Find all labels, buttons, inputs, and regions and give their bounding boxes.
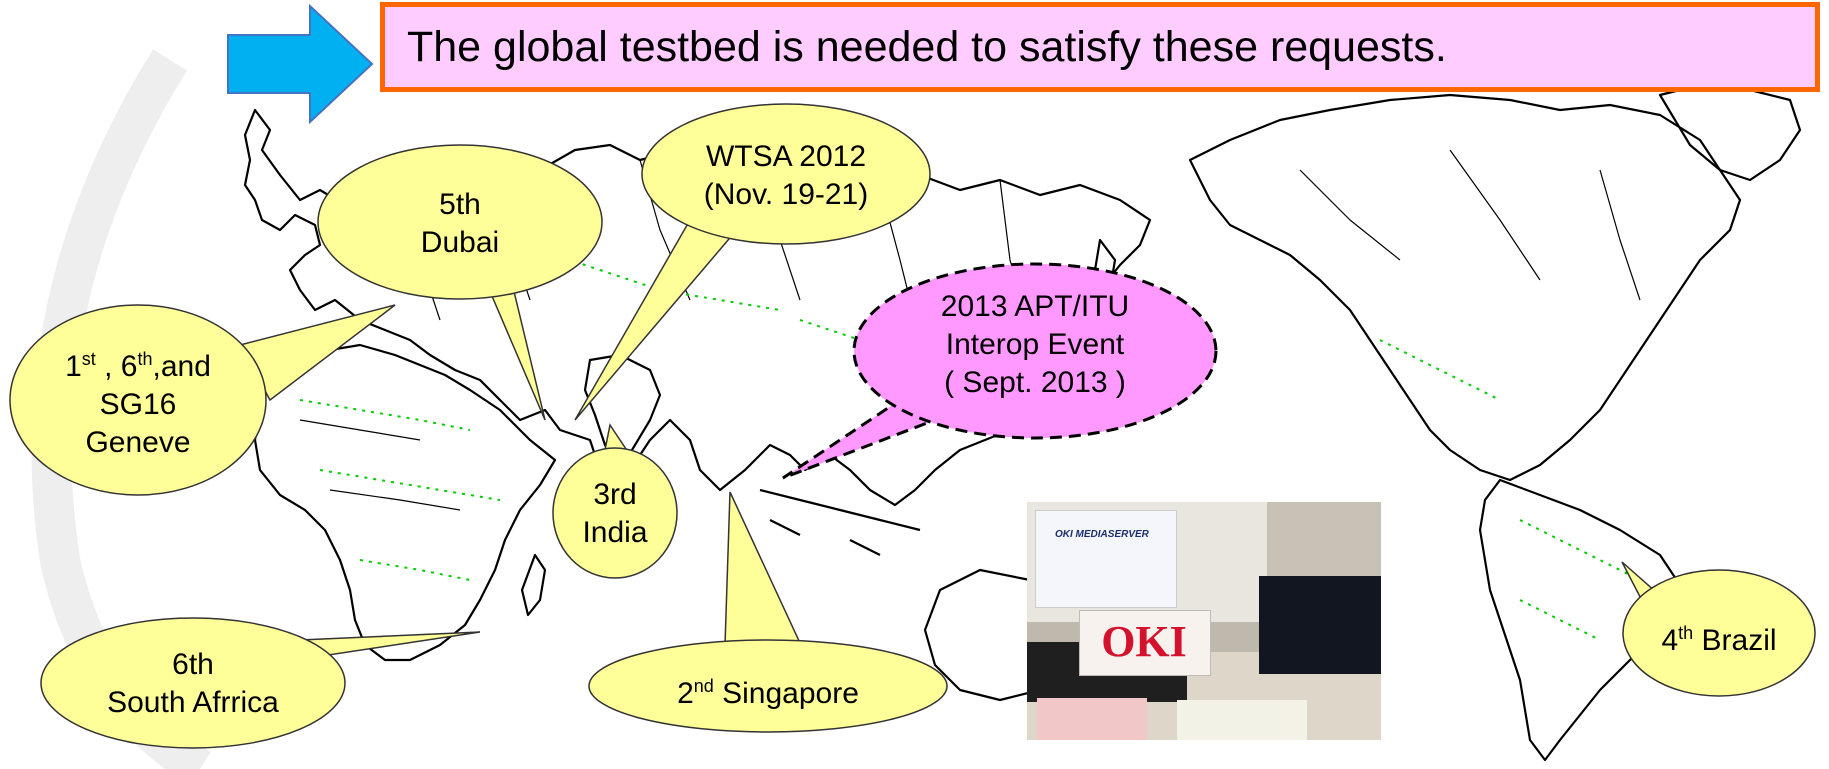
callout-wtsa-text: WTSA 2012 (Nov. 19-21) [656, 138, 916, 214]
photo-logo-card [1079, 610, 1211, 676]
map-india [583, 353, 662, 472]
oki-demo-photo: OKI MEDIASERVER OKI [1027, 502, 1381, 740]
photo-laptop-right [1259, 576, 1381, 674]
callout-apt-line1: 2013 APT/ITU [940, 290, 1130, 323]
callout-india-line2: India [582, 516, 648, 549]
callout-geneve [9, 304, 267, 496]
map-eurasia [243, 108, 1152, 507]
callout-geneve-line2: SG16 [99, 388, 177, 421]
oki-logo: OKI [1101, 617, 1187, 666]
callout-brazil [1622, 569, 1816, 697]
map-south-america [1478, 478, 1682, 762]
callout-wtsa [641, 103, 931, 245]
callout-apt-line3: ( Sept. 2013 ) [944, 366, 1126, 399]
callout-singapore-pointer [724, 491, 802, 646]
callout-south-africa [40, 617, 346, 749]
arrow-right-icon [227, 3, 374, 125]
callout-dubai-line2: Dubai [420, 226, 500, 259]
callout-dubai-line1: 5th [439, 188, 481, 221]
callout-geneve-line3: Geneve [85, 426, 191, 459]
callout-dubai-text: 5th Dubai [360, 186, 560, 262]
map-se-asia-islands [759, 488, 921, 556]
callout-india [552, 447, 678, 579]
callout-wtsa-line1: WTSA 2012 [705, 140, 867, 173]
callout-dubai [317, 144, 603, 300]
callout-india-text: 3rd India [565, 476, 665, 552]
callout-south-africa-text: 6th South Afrrica [58, 646, 328, 722]
callout-singapore [588, 639, 948, 733]
map-africa [253, 343, 557, 662]
photo-papers [1037, 698, 1147, 740]
callout-south-africa-line2: South Afrrica [107, 686, 279, 719]
callout-geneve-text: 1st , 6th,and SG16 Geneve [28, 340, 248, 462]
callout-india-line1: 3rd [593, 478, 637, 511]
callout-brazil-text: 4th Brazil [1661, 623, 1777, 657]
map-greenland [1658, 83, 1802, 182]
callout-apt [852, 262, 1218, 440]
callout-geneve-line1: 1st , 6th,and [65, 349, 211, 383]
map-madagascar [520, 553, 547, 617]
callout-apt-text: 2013 APT/ITU Interop Event ( Sept. 2013 … [885, 288, 1185, 402]
banner: The global testbed is needed to satisfy … [380, 2, 1820, 92]
banner-text: The global testbed is needed to satisfy … [407, 22, 1447, 71]
callout-singapore-text: 2nd Singapore [677, 676, 859, 710]
map-north-america [1188, 93, 1742, 482]
photo-brochure [1177, 700, 1307, 740]
photo-sign-caption: OKI MEDIASERVER [1055, 529, 1149, 540]
callout-apt-line2: Interop Event [945, 328, 1125, 361]
callout-south-africa-line1: 6th [172, 648, 214, 681]
photo-sign-board [1035, 510, 1177, 608]
callout-wtsa-line2: (Nov. 19-21) [703, 178, 869, 211]
